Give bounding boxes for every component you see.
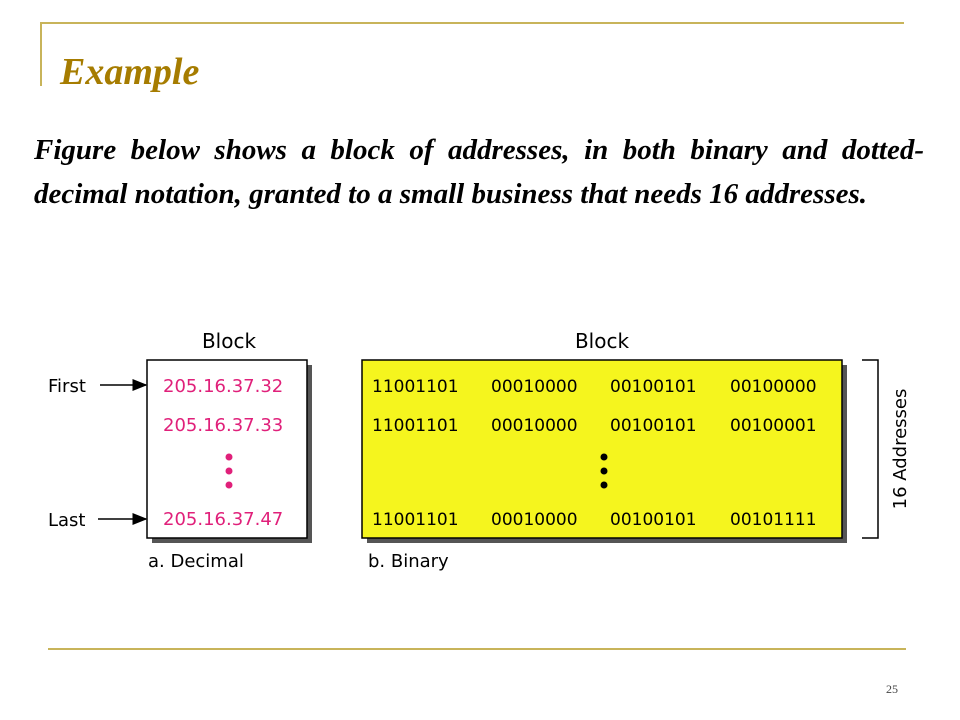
frame-bottom-line <box>48 648 906 650</box>
binary-row3-octet4: 00101111 <box>730 510 817 530</box>
binary-row1-octet1: 11001101 <box>372 377 459 397</box>
decimal-ellipsis-dot <box>225 481 233 489</box>
decimal-caption: a. Decimal <box>148 551 244 572</box>
last-label: Last <box>48 510 86 531</box>
bracket-label: 16 Addresses <box>890 389 911 510</box>
binary-block-heading: Block <box>575 329 630 353</box>
binary-row1-octet4: 00100000 <box>730 377 817 397</box>
decimal-address-second: 205.16.37.33 <box>163 415 283 436</box>
decimal-block-box <box>146 359 308 539</box>
address-range-bracket <box>862 359 879 539</box>
decimal-block-heading: Block <box>202 329 257 353</box>
decimal-address-first: 205.16.37.32 <box>163 376 283 397</box>
binary-row2-octet1: 11001101 <box>372 416 459 436</box>
binary-ellipsis-dot <box>600 481 608 489</box>
first-label: First <box>48 376 86 397</box>
binary-row1-octet3: 00100101 <box>610 377 697 397</box>
slide-title: Example <box>60 51 200 93</box>
binary-row3-octet2: 00010000 <box>491 510 578 530</box>
binary-ellipsis-dot <box>600 453 608 461</box>
binary-row2-octet2: 00010000 <box>491 416 578 436</box>
binary-row2-octet3: 00100101 <box>610 416 697 436</box>
page-number: 25 <box>886 682 898 696</box>
binary-row3-octet1: 11001101 <box>372 510 459 530</box>
decimal-ellipsis-dot <box>225 453 233 461</box>
binary-row1-octet2: 00010000 <box>491 377 578 397</box>
binary-ellipsis-dot <box>600 467 608 475</box>
frame-top-line <box>40 22 904 24</box>
slide-body-text: Figure below shows a block of addresses,… <box>34 134 924 210</box>
frame-left-line <box>40 22 42 86</box>
decimal-address-last: 205.16.37.47 <box>163 509 283 530</box>
binary-row3-octet3: 00100101 <box>610 510 697 530</box>
decimal-ellipsis-dot <box>225 467 233 475</box>
binary-block-box <box>361 359 843 539</box>
binary-row2-octet4: 00100001 <box>730 416 817 436</box>
binary-caption: b. Binary <box>368 551 449 572</box>
